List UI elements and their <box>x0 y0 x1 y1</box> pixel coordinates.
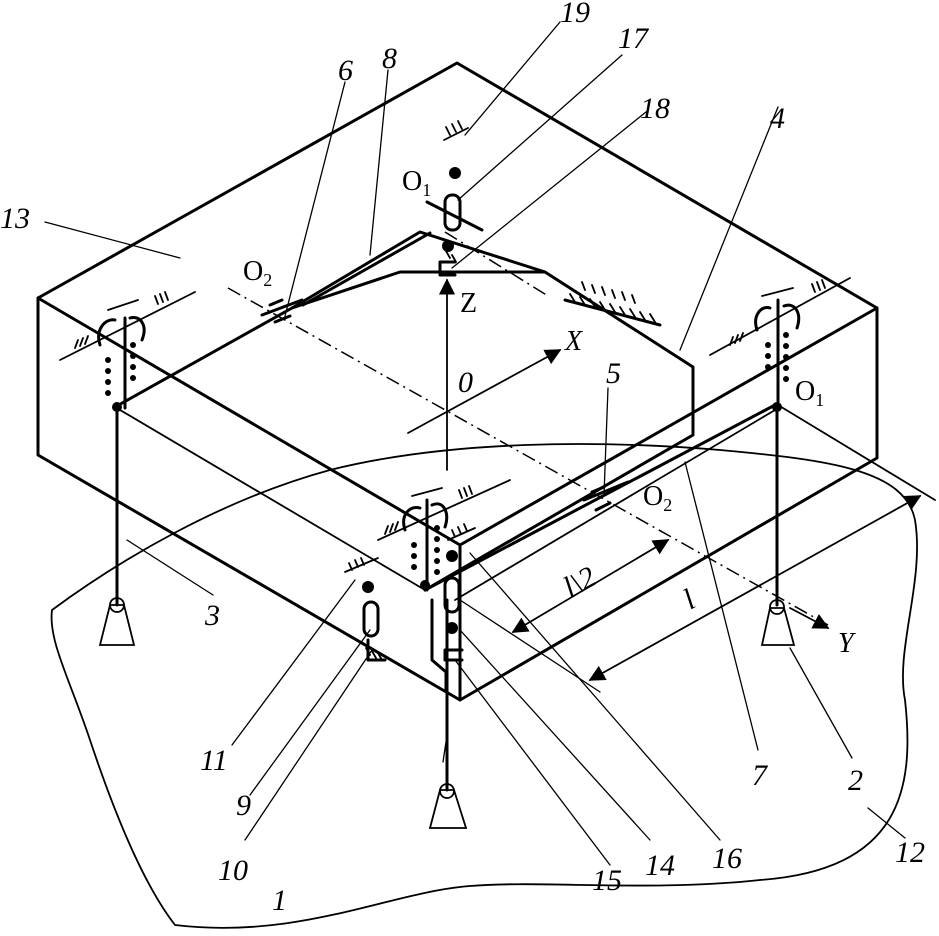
connector-front <box>430 523 476 692</box>
length-label: l <box>678 583 701 616</box>
hinge-right <box>709 277 851 407</box>
label-12: 12 <box>895 836 925 869</box>
suspension-left <box>98 402 136 646</box>
leader-lines <box>44 21 906 866</box>
inner-platform <box>113 230 777 601</box>
label-5: 5 <box>606 357 621 390</box>
axis-labels: Z X Y 0 <box>458 288 857 659</box>
o1-top-label: O1 <box>402 166 431 200</box>
hinge-front <box>377 479 511 592</box>
hatched-guide-top <box>563 281 662 327</box>
connector-top <box>425 120 484 277</box>
label-15: 15 <box>592 864 622 897</box>
label-4: 4 <box>770 102 785 135</box>
z-axis-label: Z <box>460 288 477 319</box>
label-16: 16 <box>712 842 742 875</box>
label-7: 7 <box>752 759 769 792</box>
axis-o1-line <box>444 231 549 297</box>
label-1: 1 <box>272 884 287 917</box>
label-3: 3 <box>204 599 220 632</box>
y-long-line <box>777 404 936 501</box>
point-labels: O1 O1 O2 O2 <box>243 166 824 515</box>
label-13: 13 <box>0 202 30 235</box>
label-10: 10 <box>218 854 248 887</box>
label-9: 9 <box>236 789 251 822</box>
o1-right-label: O1 <box>795 376 824 410</box>
dimension-lines <box>459 495 922 693</box>
axis-o2-line <box>227 287 829 626</box>
hinge-left <box>59 291 196 410</box>
label-19: 19 <box>560 0 590 29</box>
label-8: 8 <box>382 42 397 75</box>
part-labels: 1 2 3 4 5 6 7 8 9 10 11 12 13 14 15 16 1… <box>0 0 925 917</box>
x-axis-label: X <box>564 326 583 357</box>
o2-left-label: O2 <box>243 256 272 290</box>
origin-label: 0 <box>458 366 473 399</box>
label-11: 11 <box>200 744 228 777</box>
label-2: 2 <box>848 764 863 797</box>
y-axis-label: Y <box>838 628 857 659</box>
joint-o2-left <box>260 298 304 324</box>
label-17: 17 <box>618 22 650 55</box>
label-14: 14 <box>645 849 675 882</box>
half-length-label: l\2 <box>558 560 601 604</box>
label-6: 6 <box>338 54 353 87</box>
ground-surface <box>50 443 918 929</box>
dimension-labels: l\2 l <box>558 560 701 616</box>
joint-o2-right <box>582 480 630 512</box>
o2-right-label: O2 <box>643 481 672 515</box>
label-18: 18 <box>640 92 670 125</box>
connector-bottom-left <box>344 557 387 662</box>
